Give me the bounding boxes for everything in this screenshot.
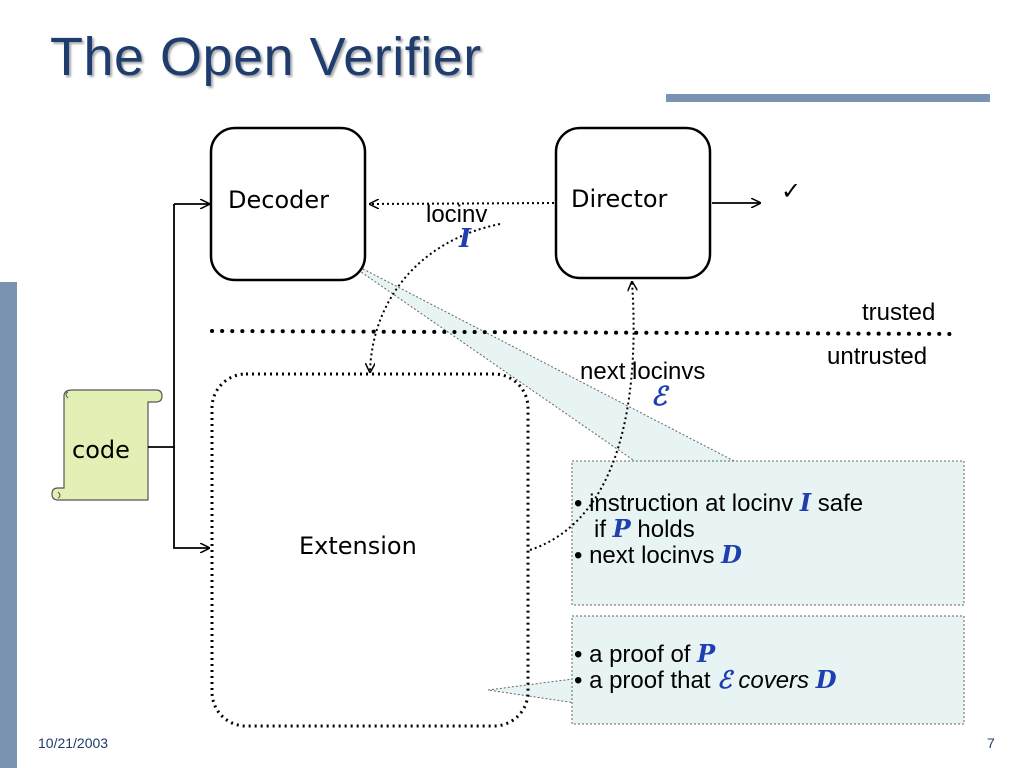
decoder-callout-pointer — [337, 255, 737, 463]
extension-callout-text: • a proof of P • a proof that ℰ covers D — [574, 641, 837, 693]
next-locinvs-label: next locinvs — [580, 358, 706, 385]
decoder-callout-box — [571, 460, 965, 606]
decoder-callout-item-2: • next locinvs D — [574, 540, 742, 569]
decoder-callout-text: • instruction at locinv I safe if P hold… — [574, 490, 863, 568]
footer-date: 10/21/2003 — [38, 735, 109, 751]
director-box — [554, 126, 712, 280]
footer-page-number: 7 — [987, 735, 995, 751]
director-to-extension-arrow — [370, 223, 501, 372]
extension-to-director-arrow — [529, 282, 634, 551]
untrusted-label: untrusted — [827, 343, 928, 370]
decoder-callout-item-1-cont: if P holds — [574, 514, 695, 543]
slide-title: The Open Verifier — [50, 27, 482, 87]
code-label: code — [72, 436, 130, 464]
code-connector — [148, 204, 175, 448]
side-accent-bar — [0, 282, 17, 768]
extension-box — [210, 372, 530, 728]
code-scroll — [51, 389, 163, 501]
decoder-label: Decoder — [228, 186, 329, 214]
locinv-symbol: I — [459, 224, 472, 254]
trust-boundary-line — [210, 329, 960, 336]
trusted-label: trusted — [862, 299, 936, 326]
extension-callout-item-1: • a proof of P — [574, 639, 716, 668]
next-locinvs-symbol: ℰ — [651, 382, 667, 412]
extension-callout-box — [571, 615, 965, 725]
decoder-callout-item-1: • instruction at locinv I safe — [574, 488, 864, 517]
extension-label: Extension — [299, 532, 417, 560]
code-to-extension-arrow — [173, 447, 209, 548]
locinv-label: locinv — [426, 201, 488, 228]
director-to-decoder-arrow — [370, 203, 555, 204]
title-underline — [666, 94, 990, 102]
extension-callout-pointer — [487, 675, 597, 707]
decoder-box — [209, 126, 367, 282]
extension-callout-item-2: • a proof that ℰ covers D — [574, 665, 837, 694]
director-label: Director — [571, 185, 668, 213]
verified-checkmark: ✓ — [781, 178, 802, 205]
